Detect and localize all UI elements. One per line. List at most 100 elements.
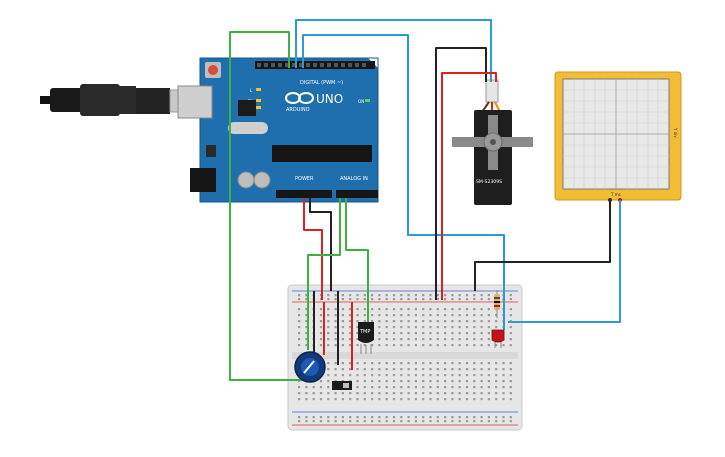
breadboard-hole bbox=[473, 416, 476, 419]
wire-blue-scope[interactable] bbox=[508, 200, 621, 323]
breadboard-hole bbox=[422, 368, 425, 371]
wire-green-a0[interactable] bbox=[307, 198, 341, 350]
breadboard-hole bbox=[465, 326, 469, 329]
breadboard-hole bbox=[349, 398, 352, 401]
breadboard-hole bbox=[458, 338, 461, 341]
breadboard-hole bbox=[371, 420, 374, 423]
breadboard-hole bbox=[385, 294, 388, 297]
breadboard-hole bbox=[429, 298, 432, 301]
breadboard-hole bbox=[451, 320, 454, 323]
scope-y-label: Y div bbox=[673, 127, 678, 138]
breadboard-hole bbox=[495, 392, 498, 395]
breadboard-hole bbox=[385, 362, 388, 365]
breadboard-hole bbox=[407, 416, 410, 419]
breadboard-hole bbox=[502, 386, 505, 389]
breadboard-hole bbox=[473, 332, 476, 335]
breadboard-hole bbox=[305, 320, 308, 323]
breadboard-hole bbox=[371, 344, 374, 347]
wire-black-scope[interactable] bbox=[474, 200, 611, 291]
breadboard-hole bbox=[451, 326, 454, 329]
breadboard-hole bbox=[385, 374, 388, 377]
oscilloscope[interactable]: Y div T ms bbox=[554, 71, 682, 202]
breadboard-hole bbox=[400, 386, 403, 389]
breadboard-hole bbox=[458, 416, 461, 419]
breadboard-hole bbox=[371, 314, 374, 317]
resistor[interactable] bbox=[494, 290, 500, 318]
breadboard-hole bbox=[495, 374, 498, 377]
breadboard-hole bbox=[392, 326, 396, 329]
breadboard-hole bbox=[363, 320, 366, 323]
led-on bbox=[365, 99, 370, 102]
regulator bbox=[206, 145, 216, 157]
breadboard-hole bbox=[451, 314, 454, 317]
breadboard-hole bbox=[341, 314, 344, 317]
wire-black-servo-gnd[interactable] bbox=[435, 47, 487, 300]
breadboard-hole bbox=[451, 380, 454, 383]
breadboard-hole bbox=[327, 326, 330, 329]
breadboard-hole bbox=[487, 326, 490, 329]
slide-switch[interactable] bbox=[332, 381, 352, 390]
breadboard-hole bbox=[473, 380, 476, 383]
breadboard-hole bbox=[312, 392, 315, 395]
breadboard-hole bbox=[407, 294, 410, 297]
breadboard-hole bbox=[371, 368, 374, 371]
breadboard-hole bbox=[327, 386, 330, 389]
breadboard-hole bbox=[341, 298, 344, 301]
breadboard-hole bbox=[436, 326, 439, 329]
servo-motor[interactable]: SM-S2309S bbox=[452, 79, 533, 205]
breadboard-hole bbox=[305, 398, 308, 401]
red-led[interactable] bbox=[491, 329, 505, 348]
breadboard-hole bbox=[298, 344, 301, 347]
arduino-board[interactable]: DIGITAL (PWM ~) UNO ARDUINO L TX RX ON P… bbox=[177, 57, 379, 203]
breadboard-hole bbox=[458, 374, 461, 377]
breadboard-hole bbox=[327, 308, 330, 311]
breadboard-hole bbox=[392, 386, 396, 389]
breadboard-hole bbox=[429, 368, 432, 371]
breadboard-hole bbox=[487, 298, 490, 301]
breadboard-hole bbox=[422, 308, 425, 311]
breadboard-hole bbox=[436, 368, 439, 371]
breadboard-hole bbox=[400, 416, 403, 419]
breadboard-hole bbox=[334, 392, 337, 395]
breadboard-hole bbox=[429, 314, 432, 317]
breadboard-hole bbox=[371, 392, 374, 395]
breadboard-hole bbox=[495, 326, 498, 329]
breadboard-hole bbox=[458, 398, 461, 401]
wire-red-servo-vcc[interactable] bbox=[441, 72, 497, 300]
breadboard-hole bbox=[371, 362, 374, 365]
wire-blue-led[interactable] bbox=[302, 34, 505, 330]
breadboard-hole bbox=[480, 308, 483, 311]
breadboard-hole bbox=[378, 338, 381, 341]
breadboard-hole bbox=[385, 420, 388, 423]
atmega-chip bbox=[272, 145, 372, 162]
brand-label: ARDUINO bbox=[286, 107, 310, 113]
breadboard-hole bbox=[392, 338, 396, 341]
breadboard-hole bbox=[319, 416, 323, 419]
breadboard-hole bbox=[392, 416, 396, 419]
breadboard-hole bbox=[473, 326, 476, 329]
potentiometer[interactable] bbox=[294, 351, 326, 383]
wire-black-gnd[interactable] bbox=[309, 198, 332, 291]
breadboard-hole bbox=[327, 380, 330, 383]
breadboard-hole bbox=[480, 298, 483, 301]
breadboard-hole bbox=[480, 374, 483, 377]
wire-red-5v[interactable] bbox=[303, 198, 323, 300]
power-label: POWER bbox=[295, 176, 314, 182]
breadboard-hole bbox=[444, 380, 447, 383]
wire-blue-servo-signal[interactable] bbox=[295, 19, 492, 82]
breadboard-hole bbox=[319, 420, 323, 423]
breadboard-hole bbox=[385, 298, 388, 301]
breadboard-hole bbox=[509, 362, 512, 365]
breadboard-hole bbox=[444, 338, 447, 341]
breadboard-hole bbox=[392, 368, 396, 371]
breadboard-hole bbox=[298, 398, 301, 401]
wire-green-a1[interactable] bbox=[345, 198, 369, 325]
breadboard-hole bbox=[444, 368, 447, 371]
wire-green-pin12[interactable] bbox=[229, 31, 306, 381]
temperature-sensor[interactable]: TMP bbox=[358, 322, 374, 354]
breadboard-hole bbox=[407, 308, 410, 311]
breadboard[interactable] bbox=[287, 284, 523, 431]
breadboard-hole bbox=[436, 344, 439, 347]
breadboard-hole bbox=[473, 374, 476, 377]
